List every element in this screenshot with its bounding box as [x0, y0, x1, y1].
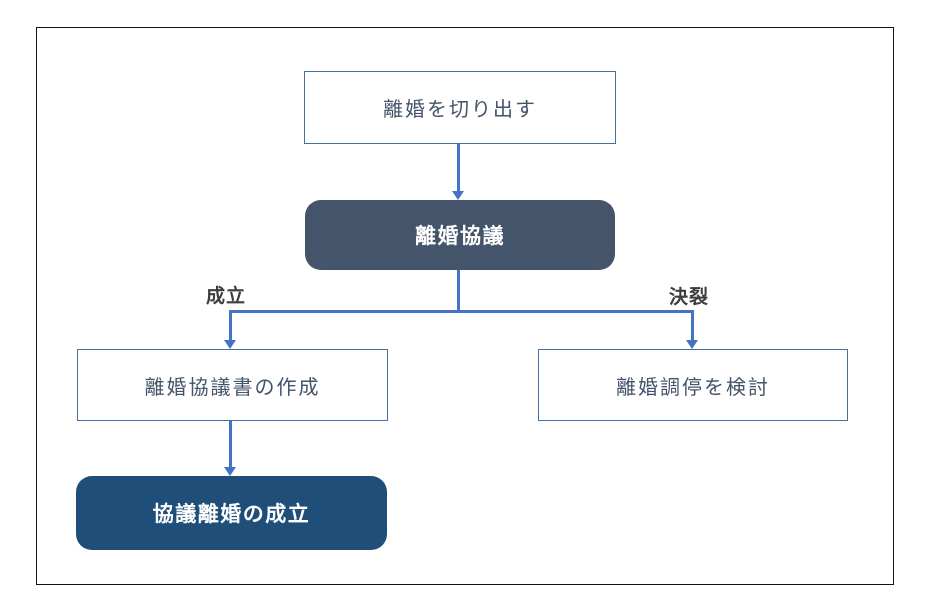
- connector-branch-right: [691, 310, 694, 341]
- edge-label-success: 成立: [206, 286, 247, 307]
- node-consider-mediation: 離婚調停を検討: [538, 349, 848, 421]
- connector-draft-to-final: [229, 421, 232, 468]
- node-divorce-settled: 協議離婚の成立: [76, 476, 387, 550]
- node-divorce-negotiation: 離婚協議: [305, 200, 615, 270]
- arrowhead-down-icon: [452, 191, 464, 200]
- arrowhead-down-icon: [224, 340, 236, 349]
- connector-branch-left: [229, 310, 232, 341]
- node-draft-agreement-document: 離婚協議書の作成: [77, 349, 388, 421]
- connector-start-to-negotiation: [457, 144, 460, 192]
- arrowhead-down-icon: [224, 467, 236, 476]
- arrowhead-down-icon: [686, 340, 698, 349]
- connector-negotiation-stem: [457, 270, 460, 313]
- edge-label-breakdown: 決裂: [669, 287, 710, 308]
- node-start-divorce-talk: 離婚を切り出す: [304, 71, 616, 144]
- connector-branch-horizontal: [229, 310, 694, 313]
